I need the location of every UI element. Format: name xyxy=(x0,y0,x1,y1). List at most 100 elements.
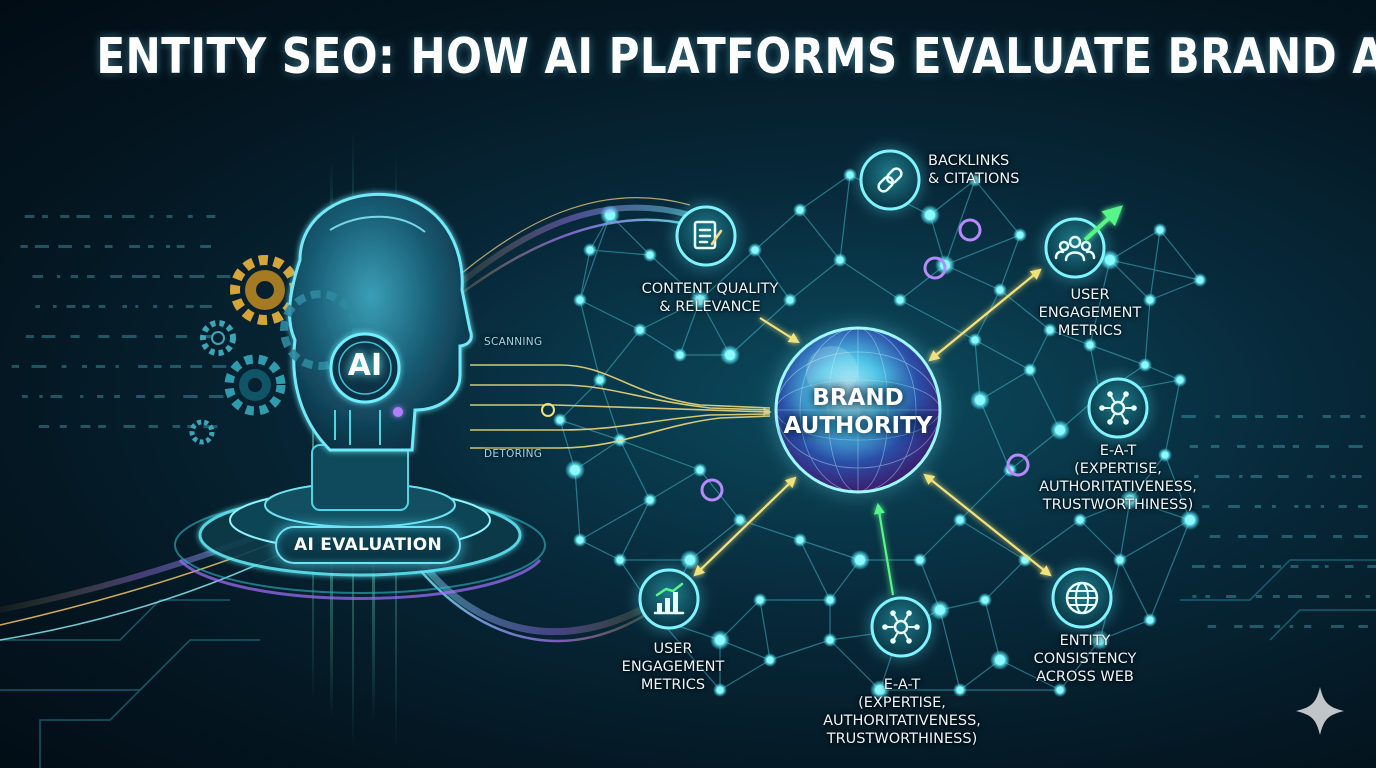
mesh-edge xyxy=(799,539,861,561)
data-dot xyxy=(1277,475,1289,478)
data-dot xyxy=(1340,415,1350,418)
data-dot xyxy=(1305,505,1311,508)
mesh-node-core xyxy=(1146,296,1154,304)
mesh-edge xyxy=(619,439,651,501)
mesh-edge xyxy=(959,469,1011,521)
data-dot xyxy=(25,335,34,338)
data-dot xyxy=(166,245,171,248)
mesh-node-core xyxy=(736,516,744,524)
arrow-engagement-right xyxy=(928,268,1042,362)
mesh-edge xyxy=(1119,519,1191,561)
mesh-node-core xyxy=(646,251,654,259)
data-dot xyxy=(1281,535,1293,538)
mesh-node-core xyxy=(766,656,774,664)
mesh-node-core xyxy=(685,555,695,565)
data-dot xyxy=(154,335,163,338)
eat-right-line-1: E-A-T xyxy=(1099,443,1137,459)
mesh-edge xyxy=(1144,299,1151,366)
data-dot xyxy=(154,395,165,398)
mesh-edge xyxy=(839,174,851,261)
globe-icon xyxy=(1048,564,1116,632)
mesh-edge xyxy=(619,499,651,561)
data-dot xyxy=(1260,565,1264,568)
user-engagement-right-line-2: ENGAGEMENT xyxy=(1038,305,1142,321)
data-dot xyxy=(1226,595,1237,598)
mesh-node-core xyxy=(975,395,985,405)
mesh-node-core xyxy=(971,176,979,184)
user-engagement-left-label: USER ENGAGEMENT METRICS xyxy=(598,640,748,694)
gear-icon xyxy=(200,320,236,356)
data-dot xyxy=(80,395,84,398)
data-dot xyxy=(1249,625,1264,628)
mesh-edge xyxy=(999,659,1061,691)
mesh-node-core xyxy=(1046,326,1054,334)
data-dot xyxy=(183,395,198,398)
data-dot xyxy=(122,305,127,308)
mesh-edge xyxy=(579,214,611,301)
data-dot xyxy=(1320,505,1325,508)
detoring-label: DETORING xyxy=(484,448,543,460)
data-dot xyxy=(166,215,173,218)
mesh-edge xyxy=(1164,379,1181,456)
mesh-edge xyxy=(959,519,1026,561)
mesh-edge xyxy=(1149,519,1191,621)
mesh-node-core xyxy=(695,295,705,305)
growth-arrow-icon xyxy=(1083,205,1123,242)
data-dot xyxy=(1215,475,1230,478)
mesh-edge xyxy=(579,539,621,561)
mesh-node-core xyxy=(981,596,989,604)
mesh-edge xyxy=(999,234,1021,291)
data-dot xyxy=(1345,565,1354,568)
data-dot xyxy=(1304,625,1312,628)
data-dot xyxy=(1239,475,1243,478)
user-engagement-right-line-1: USER xyxy=(1070,287,1110,303)
data-dot xyxy=(31,365,47,368)
data-dot xyxy=(1205,595,1210,598)
data-dot xyxy=(1360,415,1366,418)
mesh-node-core xyxy=(1086,341,1094,349)
data-dot xyxy=(11,365,19,368)
mesh-edge xyxy=(799,209,841,261)
mesh-node-core xyxy=(576,296,584,304)
data-dot xyxy=(1311,565,1319,568)
data-dot xyxy=(98,425,106,428)
eat-bottom-label: E-A-T (EXPERTISE, AUTHORITATIVENESS, TRU… xyxy=(802,676,1002,748)
data-dot xyxy=(1234,625,1243,628)
data-dot xyxy=(70,275,78,278)
data-dot xyxy=(1274,625,1281,628)
mesh-edge xyxy=(984,599,1001,661)
data-dot xyxy=(39,395,43,398)
mesh-edge xyxy=(1049,329,1091,346)
gear-icon xyxy=(189,419,215,445)
eat-bottom-line-1: E-A-T xyxy=(883,677,921,693)
backlinks-line-2: & CITATIONS xyxy=(928,171,1020,187)
data-dot xyxy=(41,335,56,338)
mesh-node-core xyxy=(570,465,580,475)
mesh-node-highlight xyxy=(958,218,982,242)
data-dot xyxy=(38,425,50,428)
eat-bottom-line-3: AUTHORITATIVENESS, xyxy=(823,713,981,729)
mesh-node-core xyxy=(855,555,865,565)
mesh-node-core xyxy=(896,296,904,304)
eat-bottom-line-4: TRUSTWORTHINESS) xyxy=(826,731,978,747)
data-dot xyxy=(1304,535,1316,538)
data-dot xyxy=(82,365,87,368)
mesh-node-core xyxy=(836,256,844,264)
mesh-edge xyxy=(1079,519,1121,561)
mesh-node-core xyxy=(696,466,704,474)
data-dot xyxy=(98,305,106,308)
data-dot xyxy=(1250,475,1263,478)
data-dot xyxy=(135,305,139,308)
data-dot xyxy=(1181,415,1196,418)
data-dot xyxy=(59,425,67,428)
mesh-node-core xyxy=(971,336,979,344)
data-dot xyxy=(209,395,224,398)
data-dot xyxy=(1306,475,1313,478)
data-dot xyxy=(1330,475,1336,478)
data-dot xyxy=(1272,595,1280,598)
mesh-node-core xyxy=(786,296,794,304)
data-dot xyxy=(1315,445,1329,448)
data-dot xyxy=(95,365,106,368)
data-dot xyxy=(187,215,193,218)
